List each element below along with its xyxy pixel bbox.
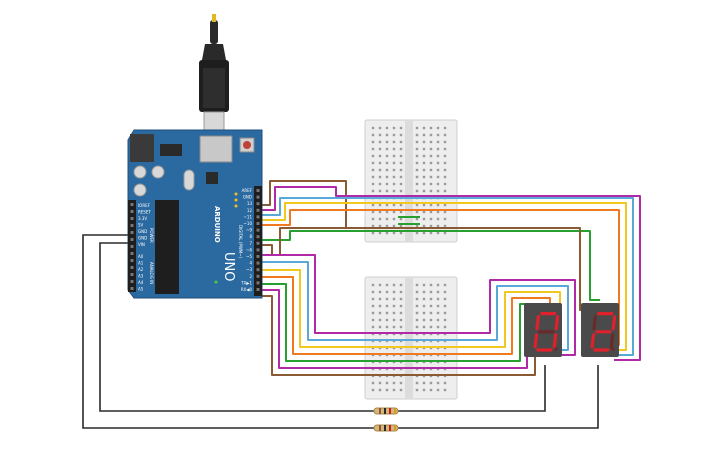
segment-b — [554, 315, 560, 331]
power-pin-label: A4 — [138, 280, 144, 285]
segment-f — [535, 315, 540, 331]
wire-blue-b — [262, 261, 569, 351]
ground-wires[interactable] — [82, 234, 599, 429]
digital-pin-label: 8 — [249, 234, 252, 239]
wire-green — [262, 230, 600, 301]
segment-g — [538, 330, 555, 334]
board-model: UNO — [221, 252, 236, 281]
digital-pin-label: ~9 — [246, 228, 252, 233]
wire-magenta — [262, 186, 641, 361]
power-jack — [130, 134, 154, 162]
power-pin-label: GND — [138, 229, 147, 234]
usb-port — [199, 135, 233, 163]
digital-header — [254, 186, 262, 296]
microcontroller-chip — [155, 200, 179, 294]
digital-pin-label: 13 — [247, 201, 253, 206]
segment-g — [595, 330, 612, 334]
digital-pin-label: ~11 — [244, 214, 253, 219]
power-pin-label: A5 — [138, 287, 144, 292]
segment-e — [533, 333, 539, 349]
wire-brown-2 — [262, 227, 600, 311]
digital-pin-label: ~10 — [244, 221, 253, 226]
wire-magenta-b — [262, 254, 576, 356]
power-pin-label: A0 — [138, 254, 144, 259]
display-right-digit — [590, 312, 617, 352]
segment-a — [540, 312, 557, 316]
segment-a — [597, 312, 614, 316]
board-brand: ARDUINO — [213, 206, 221, 243]
power-pin-label: 5V — [138, 223, 144, 228]
section-analog-label: ANALOG IN — [149, 262, 154, 284]
display-left-digit — [533, 312, 560, 352]
power-pin-label: 3.3V — [138, 216, 147, 221]
wire-blue — [262, 197, 634, 356]
power-header — [128, 200, 136, 292]
section-digital-label: DIGITAL (PWM~) — [238, 225, 243, 259]
resistor-top[interactable] — [373, 407, 399, 415]
power-pin-label: GND — [138, 236, 147, 241]
digital-pin-label: ~6 — [246, 247, 252, 252]
ground-wire-1 — [82, 234, 375, 429]
digital-pin-label: RX◀0 — [241, 287, 253, 292]
digital-pin-label: 7 — [249, 241, 252, 246]
digital-pin-label: GND — [243, 195, 252, 200]
wire-green-b — [262, 283, 540, 362]
wire-bundle-top[interactable] — [262, 180, 641, 361]
segment-f — [592, 315, 597, 331]
segment-b — [611, 315, 617, 331]
power-pin-label: A3 — [138, 274, 144, 279]
segment-d — [536, 348, 553, 352]
breadboard-bottom[interactable] — [364, 276, 458, 400]
seven-segment-display-left[interactable] — [524, 303, 562, 357]
wire-yellow — [262, 202, 627, 351]
digital-pin-label: 2 — [249, 274, 252, 279]
section-power-label: POWER — [149, 228, 154, 243]
segment-d — [593, 348, 610, 352]
segment-c — [552, 333, 558, 349]
wire-orange-b — [262, 276, 551, 355]
digital-pin-label: AREF — [242, 188, 253, 193]
arduino-uno-board[interactable]: ARDUINO UNO POWER ANALOG IN DIGITAL (PWM… — [127, 129, 263, 299]
digital-pin-label: TX▶1 — [240, 280, 252, 285]
power-pin-label: IOREF — [138, 203, 151, 208]
digital-pin-label: 12 — [247, 208, 253, 213]
power-pin-label: VIN — [138, 242, 145, 247]
usb-cable-icon[interactable] — [199, 14, 229, 137]
power-pin-label: A1 — [138, 261, 144, 266]
reset-button-icon[interactable] — [239, 137, 255, 153]
digital-pin-label: ~3 — [246, 267, 252, 272]
power-pin-label: A2 — [138, 267, 144, 272]
digital-pin-label: 4 — [249, 261, 252, 266]
segment-c — [609, 333, 615, 349]
ground-wire-4 — [397, 365, 599, 429]
digital-pin-label: ~5 — [246, 254, 252, 259]
power-pin-label: RESET — [138, 210, 151, 215]
breadboard-top[interactable] — [364, 119, 458, 243]
ground-wire-3 — [397, 365, 546, 412]
resistor-bottom[interactable] — [373, 424, 399, 432]
seven-segment-display-right[interactable] — [581, 303, 619, 357]
ground-wire-2 — [99, 242, 375, 412]
segment-e — [590, 333, 596, 349]
